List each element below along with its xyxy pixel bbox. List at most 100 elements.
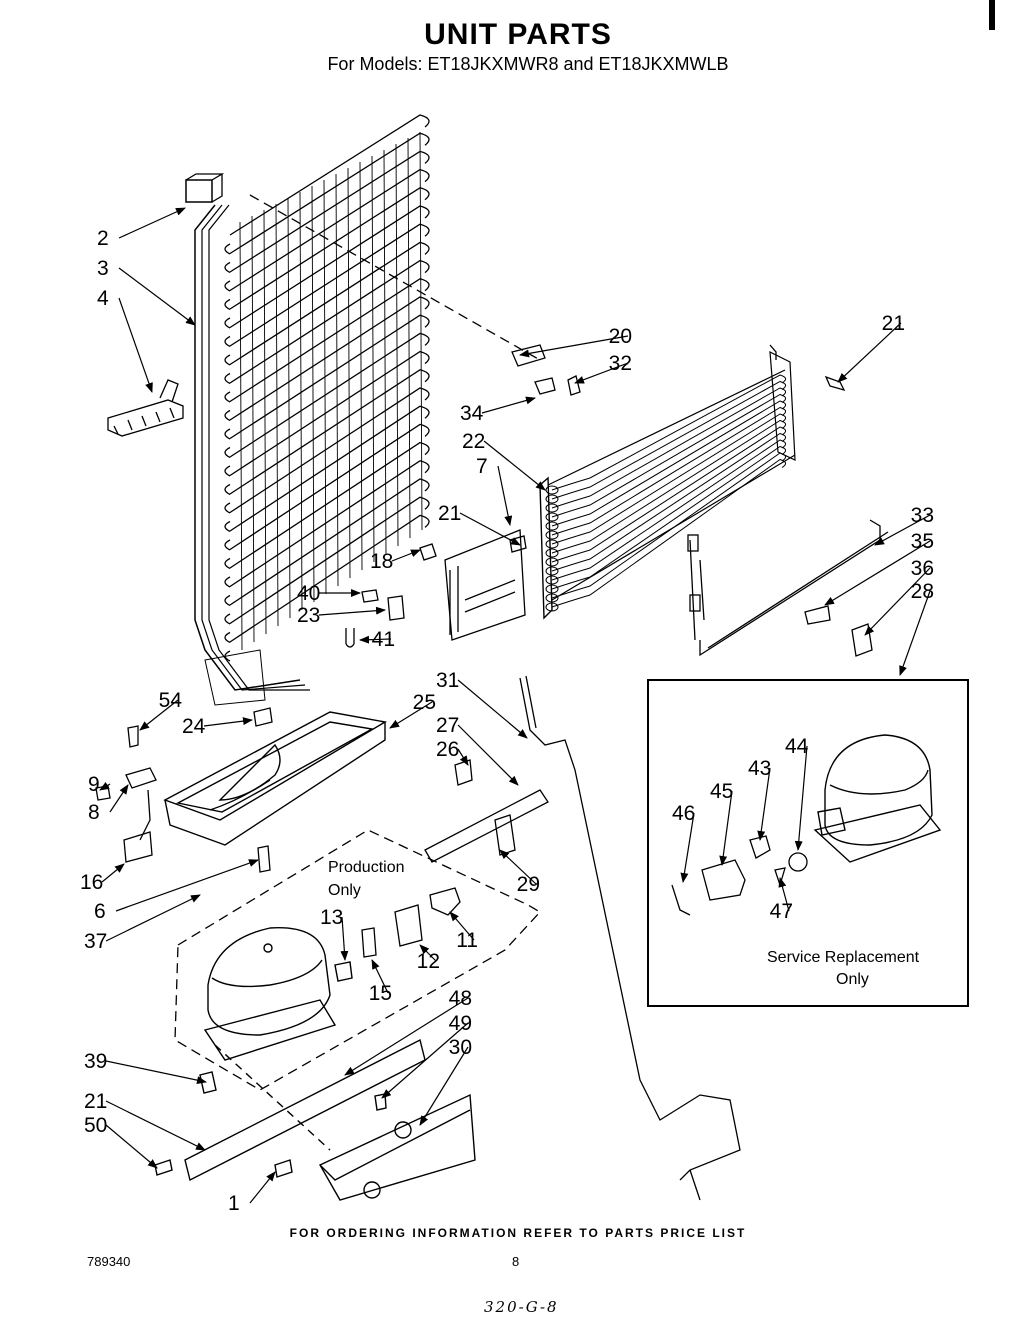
callout-8: 8 xyxy=(88,801,100,824)
callout-22: 22 xyxy=(462,430,485,453)
callout-leader-9 xyxy=(99,781,111,791)
callout-leader-32 xyxy=(574,362,629,384)
callout-leader-8 xyxy=(109,784,129,813)
callout-33: 33 xyxy=(911,504,934,527)
callout-leader-1 xyxy=(249,1171,276,1204)
callout-leader-49 xyxy=(381,1022,469,1099)
callout-leader-48 xyxy=(344,997,469,1076)
evaporator-coil xyxy=(539,350,796,620)
callout-leader-34 xyxy=(481,396,536,414)
callout-26: 26 xyxy=(436,738,459,761)
callout-43: 43 xyxy=(748,757,771,780)
callout-32: 32 xyxy=(609,352,632,375)
compressor-base xyxy=(154,1038,476,1201)
callout-35: 35 xyxy=(911,530,934,553)
callout-23: 23 xyxy=(297,604,320,627)
production-only-label-1: Production xyxy=(328,859,405,876)
callout-27: 27 xyxy=(436,714,459,737)
callout-leader-27 xyxy=(457,724,519,786)
service-replacement-box xyxy=(647,679,969,1007)
callout-leader-44 xyxy=(794,745,808,851)
callout-leader-24 xyxy=(203,717,253,727)
callout-leader-46 xyxy=(680,812,695,883)
callout-leader-47 xyxy=(778,877,790,912)
callout-leader-20 xyxy=(519,335,629,358)
corner-registration-mark xyxy=(989,0,995,30)
callout-leader-13 xyxy=(340,916,349,961)
callout-34: 34 xyxy=(460,402,484,425)
callout-leader-33 xyxy=(874,514,931,546)
callout-leader-21 xyxy=(105,1100,206,1151)
drier-capillary xyxy=(424,675,741,1201)
tube-clip xyxy=(107,379,184,437)
compressor xyxy=(203,927,353,1061)
callout-20: 20 xyxy=(609,325,632,348)
callout-leader-26 xyxy=(457,748,469,766)
callout-21: 21 xyxy=(882,312,905,335)
production-only-label-2: Only xyxy=(328,882,361,899)
callout-30: 30 xyxy=(449,1036,472,1059)
heater-bracket xyxy=(444,529,526,641)
callout-leader-50 xyxy=(105,1124,158,1169)
callout-leader-28 xyxy=(899,590,931,676)
page-title: UNIT PARTS xyxy=(424,18,612,51)
callout-leader-15 xyxy=(371,959,389,994)
callout-leader-41 xyxy=(359,635,392,644)
callout-6: 6 xyxy=(94,900,106,923)
callout-leader-21 xyxy=(837,322,902,383)
page-number: 8 xyxy=(512,1254,520,1269)
callout-leader-16 xyxy=(101,863,125,883)
callout-40: 40 xyxy=(297,582,320,605)
callout-16: 16 xyxy=(80,871,103,894)
callout-leader-31 xyxy=(457,679,528,739)
relay-parts xyxy=(361,887,461,958)
callout-50: 50 xyxy=(84,1114,107,1137)
callout-12: 12 xyxy=(417,950,440,973)
callout-28: 28 xyxy=(911,580,934,603)
callout-3: 3 xyxy=(97,257,109,280)
drain-pan xyxy=(163,711,387,846)
callout-leader-3 xyxy=(118,267,196,326)
callout-48: 48 xyxy=(449,987,472,1010)
callout-47: 47 xyxy=(770,900,793,923)
callout-7: 7 xyxy=(476,455,488,478)
handwritten-note: 320-G-8 xyxy=(484,1298,559,1316)
callout-leader-18 xyxy=(391,549,421,562)
callout-37: 37 xyxy=(84,930,107,953)
callout-15: 15 xyxy=(369,982,392,1005)
service-replacement-label-1: Service Replacement xyxy=(767,949,920,966)
callout-25: 25 xyxy=(413,691,436,714)
callout-49: 49 xyxy=(449,1012,472,1035)
callout-leader-22 xyxy=(483,440,546,491)
model-subtitle: For Models: ET18JKXMWR8 and ET18JKXMWLB xyxy=(327,54,729,74)
callout-46: 46 xyxy=(672,802,695,825)
callout-leader-36 xyxy=(864,567,931,636)
callout-leader-39 xyxy=(105,1060,207,1085)
callout-leader-25 xyxy=(389,701,433,729)
service-replacement-label-2: Only xyxy=(836,971,869,988)
callout-leader-12 xyxy=(419,944,437,962)
small-parts-left xyxy=(95,707,273,873)
callout-11: 11 xyxy=(456,929,478,952)
document-number: 789340 xyxy=(87,1254,131,1269)
callout-leader-45 xyxy=(719,790,733,866)
callout-21: 21 xyxy=(438,502,461,525)
callout-leader-23 xyxy=(318,606,386,616)
callout-29: 29 xyxy=(517,873,540,896)
callout-leader-21 xyxy=(459,512,521,546)
callout-36: 36 xyxy=(911,557,934,580)
callout-leader-54 xyxy=(139,699,179,731)
callout-9: 9 xyxy=(88,773,100,796)
callout-18: 18 xyxy=(370,550,393,573)
ordering-note: FOR ORDERING INFORMATION REFER TO PARTS … xyxy=(289,1226,747,1240)
callout-1: 1 xyxy=(228,1192,240,1215)
callout-41: 41 xyxy=(372,628,395,651)
callout-leader-2 xyxy=(118,207,186,239)
callout-leader-43 xyxy=(757,767,771,841)
callout-44: 44 xyxy=(785,735,809,758)
callout-leader-4 xyxy=(118,297,153,393)
callout-21: 21 xyxy=(84,1090,107,1113)
defrost-heater xyxy=(687,519,889,657)
callout-2: 2 xyxy=(97,227,109,250)
